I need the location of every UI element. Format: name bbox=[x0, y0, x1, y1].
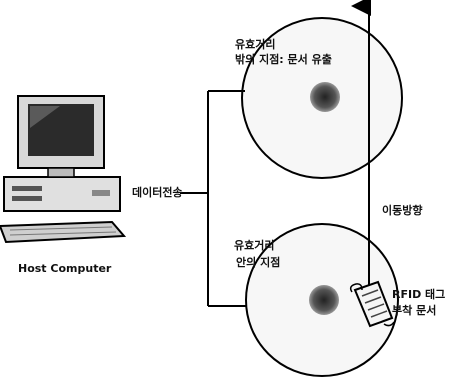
rfid-tag-label-line2: 부착 문서 bbox=[392, 304, 436, 318]
inner-zone-label-line2: 안의 지점 bbox=[236, 256, 280, 270]
data-connection-lines bbox=[180, 91, 246, 306]
data-transfer-label: 데이터전송 bbox=[132, 186, 183, 200]
direction-label: 이동방향 bbox=[382, 204, 422, 218]
inner-zone-label-line1: 유효거리 bbox=[234, 239, 274, 253]
host-computer-label: Host Computer bbox=[18, 262, 111, 276]
rfid-tag-label-line1: RFID 태그 bbox=[392, 288, 445, 302]
outer-zone-label-line1: 유효거리 bbox=[235, 38, 275, 52]
host-computer-icon bbox=[0, 96, 124, 242]
outer-zone-label-line2: 밖의 지점: 문서 유출 bbox=[235, 53, 332, 67]
inner-reader-dot bbox=[309, 285, 339, 315]
outer-reader-dot bbox=[310, 82, 340, 112]
